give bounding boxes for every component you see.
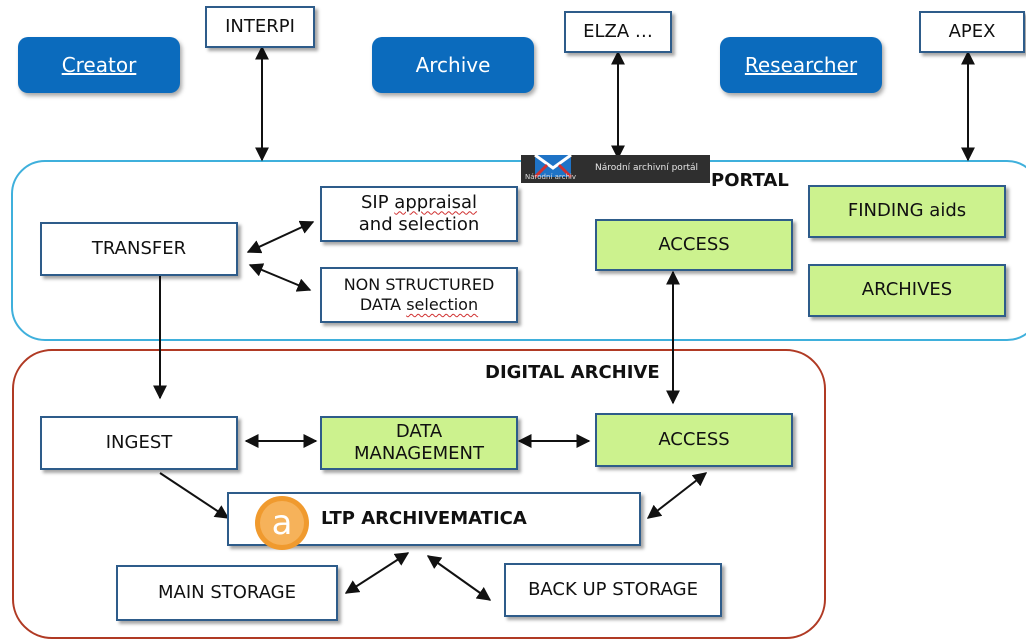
archive-pill[interactable]: Archive xyxy=(372,37,534,93)
sip-line-2: and selection xyxy=(358,214,480,235)
narodni-archivni-portal-logo: Národní archiv Národní archivní portál xyxy=(521,155,710,183)
sip-appraisal-box[interactable]: SIP appraisal and selection xyxy=(320,186,518,242)
ingest-label: INGEST xyxy=(105,431,173,453)
ltp-label: LTP ARCHIVEMATICA xyxy=(321,507,527,529)
archives-label: ARCHIVES xyxy=(861,279,953,301)
portal-logo-small-text: Národní archiv xyxy=(525,173,576,181)
researcher-label: Researcher xyxy=(744,53,858,77)
nonstruct-line-1: NON STRUCTURED xyxy=(343,275,495,294)
creator-label: Creator xyxy=(61,53,137,77)
data-mgmt-line-2: MANAGEMENT xyxy=(354,443,484,464)
backup-storage-label: BACK UP STORAGE xyxy=(528,578,698,600)
portal-access-label: ACCESS xyxy=(658,233,730,255)
archivematica-logo-icon: a xyxy=(255,496,309,550)
archive-label: Archive xyxy=(415,53,491,77)
transfer-label: TRANSFER xyxy=(91,237,187,259)
portal-logo-icon xyxy=(533,155,573,179)
data-mgmt-line-1: DATA xyxy=(395,420,443,442)
finding-aids-box[interactable]: FINDING aids xyxy=(808,185,1006,238)
interpi-box[interactable]: INTERPI xyxy=(205,6,315,48)
apex-label: APEX xyxy=(948,20,996,42)
sip-word: SIP xyxy=(360,191,389,213)
nonstruct-line-2: DATA selection xyxy=(359,295,479,314)
transfer-box[interactable]: TRANSFER xyxy=(40,222,238,276)
main-storage-label: MAIN STORAGE xyxy=(157,581,297,603)
arrow-ingest-ltp xyxy=(159,472,230,519)
digital-archive-title: DIGITAL ARCHIVE xyxy=(485,362,660,383)
backup-storage-box[interactable]: BACK UP STORAGE xyxy=(504,563,722,617)
main-storage-box[interactable]: MAIN STORAGE xyxy=(116,565,338,621)
archive-access-box[interactable]: ACCESS xyxy=(595,413,793,467)
sip-line-1: SIP appraisal xyxy=(361,192,477,215)
arrow-ltp-backup xyxy=(426,555,492,601)
arrow-access-ltp xyxy=(646,472,708,519)
sip-appraisal-word: appraisal xyxy=(394,191,478,213)
creator-pill[interactable]: Creator xyxy=(18,37,180,93)
elza-box[interactable]: ELZA … xyxy=(564,11,672,53)
portal-access-box[interactable]: ACCESS xyxy=(595,219,793,271)
ingest-box[interactable]: INGEST xyxy=(40,416,238,470)
archivematica-logo-letter: a xyxy=(272,503,293,543)
researcher-pill[interactable]: Researcher xyxy=(720,37,882,93)
interpi-label: INTERPI xyxy=(225,15,295,37)
archive-access-label: ACCESS xyxy=(658,428,730,450)
portal-logo-text: Národní archivní portál xyxy=(595,163,699,173)
arrow-transfer-sip xyxy=(246,220,315,254)
apex-box[interactable]: APEX xyxy=(919,11,1025,53)
arrow-transfer-nonstructured xyxy=(248,263,312,292)
finding-aids-label: FINDING aids xyxy=(847,200,967,222)
non-structured-box[interactable]: NON STRUCTURED DATA selection xyxy=(320,267,518,323)
elza-label: ELZA … xyxy=(583,20,653,42)
portal-title: PORTAL xyxy=(711,170,789,191)
selection-word: selection xyxy=(406,295,479,314)
archives-box[interactable]: ARCHIVES xyxy=(808,264,1006,317)
arrow-ltp-mainstorage xyxy=(344,552,410,594)
data-management-box[interactable]: DATA MANAGEMENT xyxy=(320,416,518,470)
portal-region xyxy=(11,160,1026,341)
digital-archive-region xyxy=(12,349,826,639)
